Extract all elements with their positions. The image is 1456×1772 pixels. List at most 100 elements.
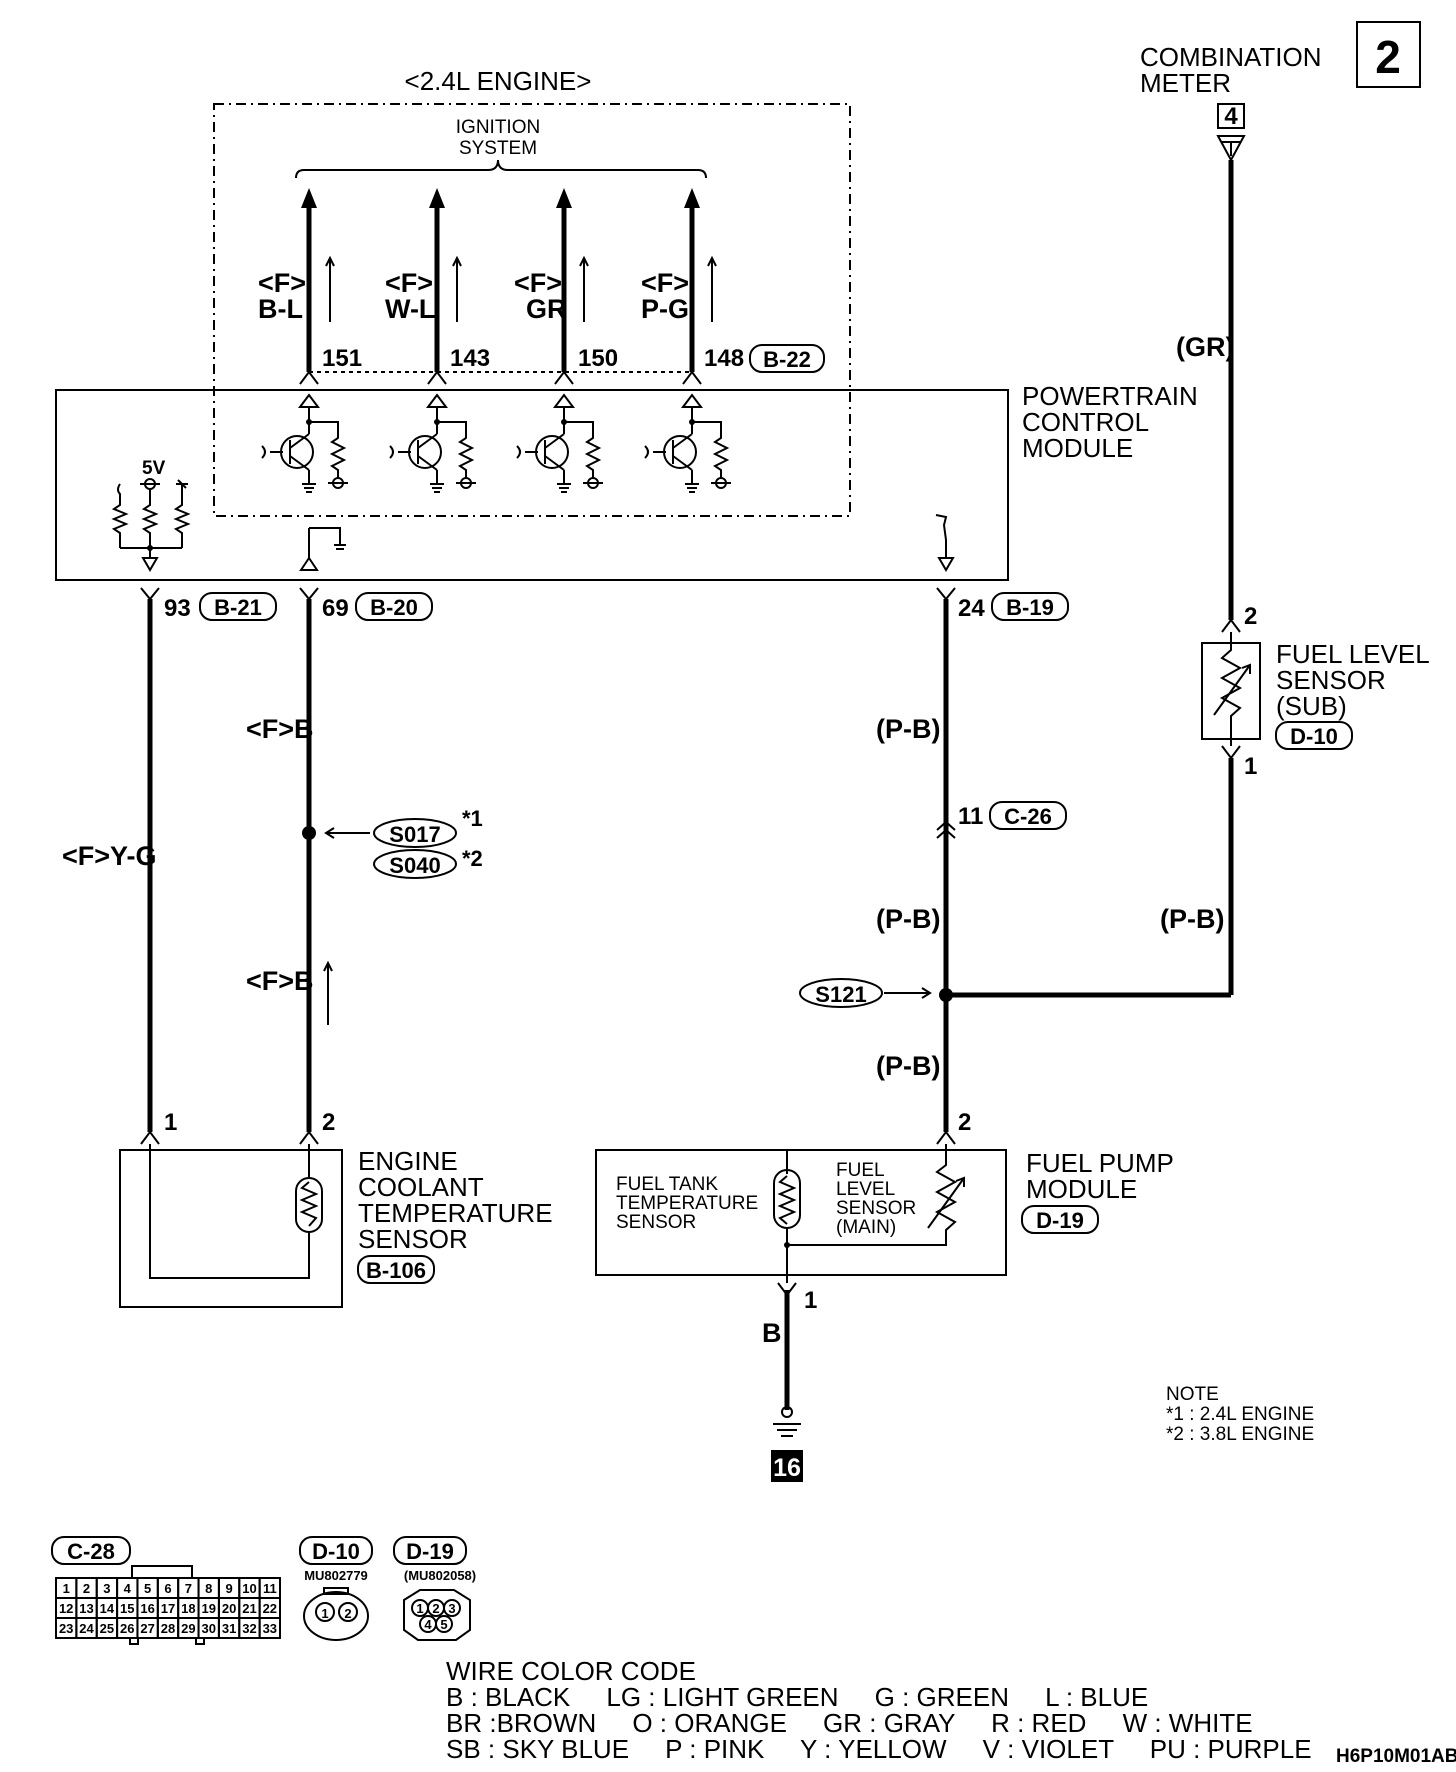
svg-text:MODULE: MODULE — [1026, 1174, 1137, 1204]
pcm-lower-pins: 93 B-21 69 B-20 24 B-19 — [140, 587, 1069, 622]
svg-text:<F>B: <F>B — [246, 966, 314, 996]
c28-pin-label: 24 — [79, 1621, 94, 1636]
svg-text:S017: S017 — [389, 822, 440, 847]
c28-pin-label: 25 — [100, 1621, 114, 1636]
svg-text:B: B — [762, 1318, 782, 1348]
figure-id: H6P10M01AB — [1336, 1746, 1456, 1767]
splice-s121: S121 — [799, 978, 953, 1008]
svg-text:1: 1 — [416, 1601, 423, 1616]
svg-text:C-26: C-26 — [1004, 804, 1052, 829]
c28-pin-label: 21 — [242, 1601, 256, 1616]
svg-text:MODULE: MODULE — [1022, 433, 1133, 463]
svg-text:FUEL TANK: FUEL TANK — [616, 1174, 718, 1195]
page-number-box: 2 — [1356, 21, 1421, 88]
svg-text:1: 1 — [1244, 753, 1257, 780]
powertrain-control-module: POWERTRAIN CONTROL MODULE — [55, 381, 1198, 581]
c28-pin-label: 12 — [59, 1601, 73, 1616]
svg-text:2: 2 — [432, 1601, 439, 1616]
svg-text:<2.4L ENGINE>: <2.4L ENGINE> — [405, 66, 592, 96]
svg-text:2: 2 — [1375, 31, 1401, 83]
note: NOTE *1 : 2.4L ENGINE *2 : 3.8L ENGINE — [1166, 1384, 1314, 1445]
svg-text:2: 2 — [1244, 603, 1257, 630]
coolant-sensor-ground-circuit — [299, 527, 346, 571]
svg-text:2: 2 — [322, 1109, 335, 1136]
svg-text:COMBINATION: COMBINATION — [1140, 42, 1322, 72]
svg-text:BR :BROWN O : ORANGE G: BR :BROWN O : ORANGE GR : GRAY R : RED W… — [446, 1708, 1253, 1738]
svg-text:POWERTRAIN: POWERTRAIN — [1022, 381, 1198, 411]
fuel-level-input-circuit — [935, 514, 955, 572]
svg-text:5V: 5V — [142, 458, 166, 479]
c28-pin-label: 10 — [242, 1581, 256, 1596]
svg-text:B : BLACK LG : LIGHT GREEN: B : BLACK LG : LIGHT GREEN G : GREEN L :… — [446, 1682, 1148, 1712]
svg-text:(MAIN): (MAIN) — [836, 1217, 896, 1238]
c28-pin-label: 32 — [242, 1621, 256, 1636]
svg-text:D-19: D-19 — [1036, 1208, 1084, 1233]
svg-text:B-L: B-L — [258, 294, 303, 324]
svg-text:1: 1 — [321, 1606, 328, 1621]
c28-pin-label: 31 — [222, 1621, 236, 1636]
svg-text:FUEL LEVEL: FUEL LEVEL — [1276, 639, 1430, 669]
c28-pin-label: 20 — [222, 1601, 236, 1616]
c28-pin-label: 8 — [205, 1581, 212, 1596]
svg-text:(SUB): (SUB) — [1276, 691, 1347, 721]
svg-text:11: 11 — [958, 803, 983, 830]
coolant-sensor-input-circuit: 5V — [111, 458, 191, 572]
c28-pin-label: 17 — [161, 1601, 175, 1616]
c28-pin-label: 4 — [124, 1581, 132, 1596]
circuit-wires — [147, 160, 1234, 1410]
svg-text:<F>: <F> — [258, 268, 306, 298]
engine-24l-group: <2.4L ENGINE> IGNITION SYSTEM — [213, 66, 851, 517]
svg-text:*1: *1 — [462, 806, 483, 831]
driver-transistor — [261, 393, 348, 493]
svg-text:150: 150 — [578, 345, 618, 372]
svg-text:24: 24 — [958, 595, 985, 622]
c28-pin-label: 22 — [263, 1601, 277, 1616]
svg-text:CONTROL: CONTROL — [1022, 407, 1149, 437]
svg-text:<F>: <F> — [641, 268, 689, 298]
svg-text:TEMPERATURE: TEMPERATURE — [358, 1198, 553, 1228]
driver-transistor — [516, 393, 603, 493]
svg-text:FUEL PUMP: FUEL PUMP — [1026, 1148, 1174, 1178]
svg-text:*2: *2 — [462, 846, 483, 871]
svg-text:<F>: <F> — [385, 268, 433, 298]
svg-text:<F>B: <F>B — [246, 714, 314, 744]
c28-pin-label: 26 — [120, 1621, 134, 1636]
svg-text:<F>: <F> — [514, 268, 562, 298]
svg-text:(P-B): (P-B) — [876, 904, 940, 934]
svg-text:MU802779: MU802779 — [304, 1568, 368, 1583]
svg-text:IGNITION: IGNITION — [456, 117, 540, 138]
c28-pin-label: 29 — [181, 1621, 195, 1636]
svg-text:1: 1 — [164, 1109, 177, 1136]
wire-color-labels: <F>Y-G <F>B <F>B (P-B) (P-B) (P-B) (P-B)… — [62, 332, 1234, 1348]
svg-text:2: 2 — [344, 1606, 351, 1621]
svg-text:16: 16 — [773, 1454, 801, 1482]
svg-text:5: 5 — [440, 1617, 447, 1632]
c28-pin-label: 15 — [120, 1601, 134, 1616]
svg-text:3: 3 — [448, 1601, 455, 1616]
connector-view-d19: D-19 (MU802058) 1 2 3 4 5 — [393, 1536, 476, 1641]
c28-pin-label: 28 — [161, 1621, 175, 1636]
svg-text:GR: GR — [526, 294, 567, 324]
c28-pin-label: 1 — [63, 1581, 70, 1596]
svg-text:4: 4 — [424, 1617, 432, 1632]
svg-text:D-10: D-10 — [312, 1539, 360, 1564]
svg-text:2: 2 — [958, 1109, 971, 1136]
svg-text:69: 69 — [322, 595, 349, 622]
c28-pin-label: 6 — [164, 1581, 171, 1596]
svg-text:SB : SKY BLUE P : PINK: SB : SKY BLUE P : PINK Y : YELLOW V : VI… — [446, 1734, 1312, 1764]
driver-transistor — [644, 393, 731, 493]
svg-text:B-106: B-106 — [366, 1258, 426, 1283]
svg-text:WIRE COLOR CODE: WIRE COLOR CODE — [446, 1656, 696, 1686]
ignition-wires: <F> B-L <F> W-L <F> GR <F> P-G 151 143 1… — [258, 188, 825, 385]
svg-text:S040: S040 — [389, 853, 440, 878]
svg-text:W-L: W-L — [385, 294, 435, 324]
splice-s017-s040: S017 S040 *1 *2 — [302, 806, 483, 879]
svg-text:SYSTEM: SYSTEM — [459, 138, 537, 159]
svg-text:P-G: P-G — [641, 294, 689, 324]
svg-text:METER: METER — [1140, 68, 1231, 98]
svg-text:COOLANT: COOLANT — [358, 1172, 484, 1202]
svg-text:B-20: B-20 — [370, 595, 418, 620]
svg-text:4: 4 — [1224, 103, 1238, 130]
svg-text:B-19: B-19 — [1006, 595, 1054, 620]
